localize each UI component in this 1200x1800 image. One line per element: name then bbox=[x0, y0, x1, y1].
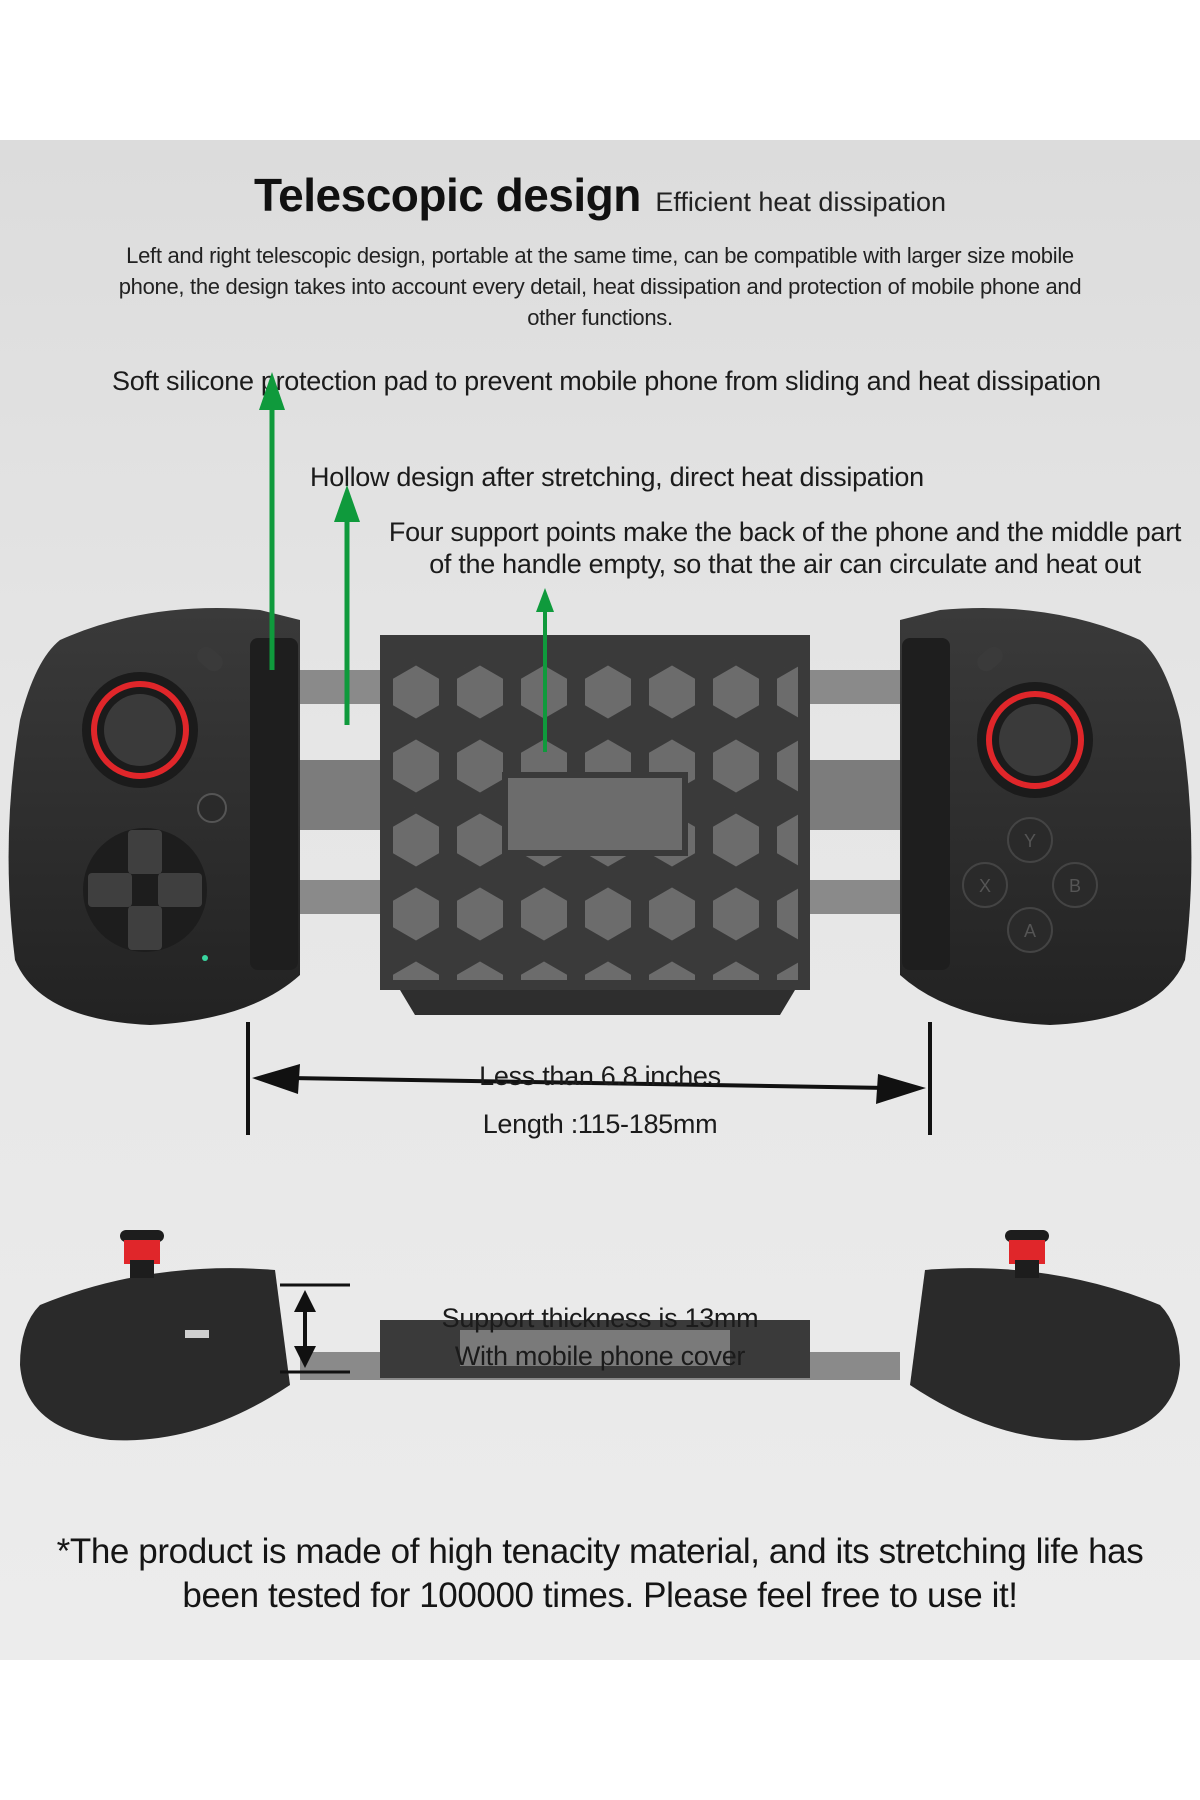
arrow-left-icon bbox=[252, 1064, 300, 1094]
button-y bbox=[1007, 817, 1053, 863]
length-dimension bbox=[246, 1022, 932, 1135]
product-panel: Telescopic design Efficient heat dissipa… bbox=[0, 140, 1200, 1660]
arrow-head-icon bbox=[536, 588, 554, 612]
button-a bbox=[1007, 907, 1053, 953]
button-y-label: Y bbox=[1024, 831, 1036, 851]
callout-hollow-design: Hollow design after stretching, direct h… bbox=[310, 462, 924, 492]
button-x bbox=[962, 862, 1008, 908]
face-buttons: Y X B A bbox=[962, 817, 1098, 953]
page-title: Telescopic design bbox=[253, 169, 641, 221]
footnote: *The product is made of high tenacity ma… bbox=[56, 1532, 1144, 1615]
right-grip bbox=[900, 608, 1192, 1025]
thickness-note: With mobile phone cover bbox=[454, 1341, 746, 1371]
left-grip bbox=[8, 608, 300, 1025]
arrow-head-icon bbox=[259, 372, 285, 410]
arrow-right-icon bbox=[876, 1074, 926, 1104]
description: Left and right telescopic design, portab… bbox=[118, 243, 1082, 330]
button-x-label: X bbox=[979, 876, 991, 896]
length-label: Length :115-185mm bbox=[482, 1109, 718, 1139]
page-subtitle: Efficient heat dissipation bbox=[655, 187, 947, 217]
size-label: Less than 6.8 inches bbox=[479, 1061, 721, 1091]
callout-support-points: Four support points make the back of the… bbox=[388, 517, 1182, 579]
hollow-support-plate bbox=[380, 635, 810, 1015]
side-view-controller bbox=[20, 1230, 1180, 1441]
controller-illustration: Y X B A bbox=[8, 372, 1192, 1441]
button-a-label: A bbox=[1024, 921, 1036, 941]
title-row: Telescopic design Efficient heat dissipa… bbox=[0, 168, 1200, 222]
thickness-label: Support thickness is 13mm bbox=[441, 1303, 759, 1333]
callout-arrows bbox=[259, 372, 554, 752]
arrow-down-icon bbox=[294, 1346, 316, 1368]
arrow-head-icon bbox=[334, 485, 360, 522]
button-b bbox=[1052, 862, 1098, 908]
arrow-up-icon bbox=[294, 1290, 316, 1312]
button-b-label: B bbox=[1069, 876, 1081, 896]
